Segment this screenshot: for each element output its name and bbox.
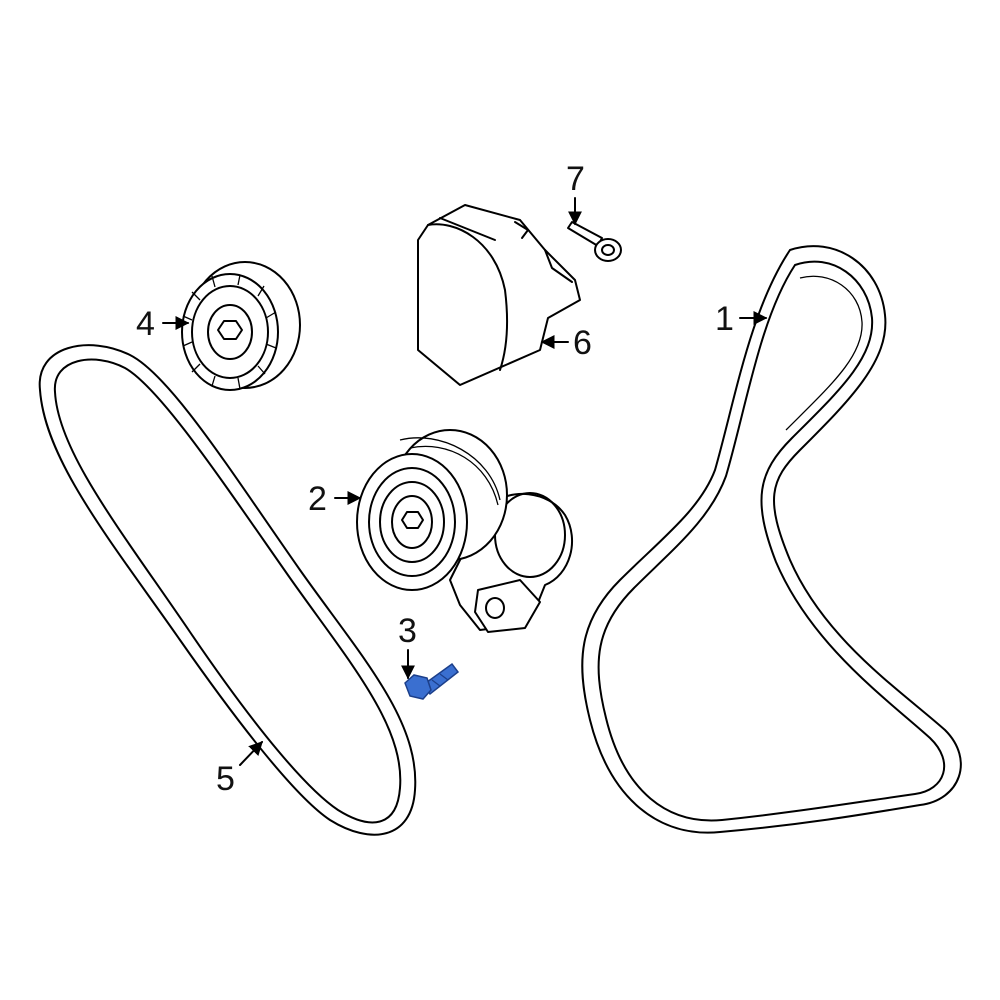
callout-7: 7 [566,160,585,198]
part-7-cover-bolt[interactable] [567,221,622,262]
part-2-tensioner-assembly[interactable] [356,429,574,633]
callout-3: 3 [398,612,417,650]
callout-6: 6 [573,324,592,362]
part-5-drive-belt[interactable] [38,344,417,836]
part-3-tensioner-bolt[interactable] [404,662,460,700]
part-6-tensioner-cover[interactable] [417,204,581,386]
callout-1: 1 [715,300,734,338]
callout-2: 2 [308,480,327,518]
part-1-serpentine-belt[interactable] [581,245,962,834]
part-4-idler-pulley[interactable] [181,261,301,391]
leader-lines [162,197,768,766]
callout-5: 5 [216,760,235,798]
callout-4: 4 [136,305,155,343]
